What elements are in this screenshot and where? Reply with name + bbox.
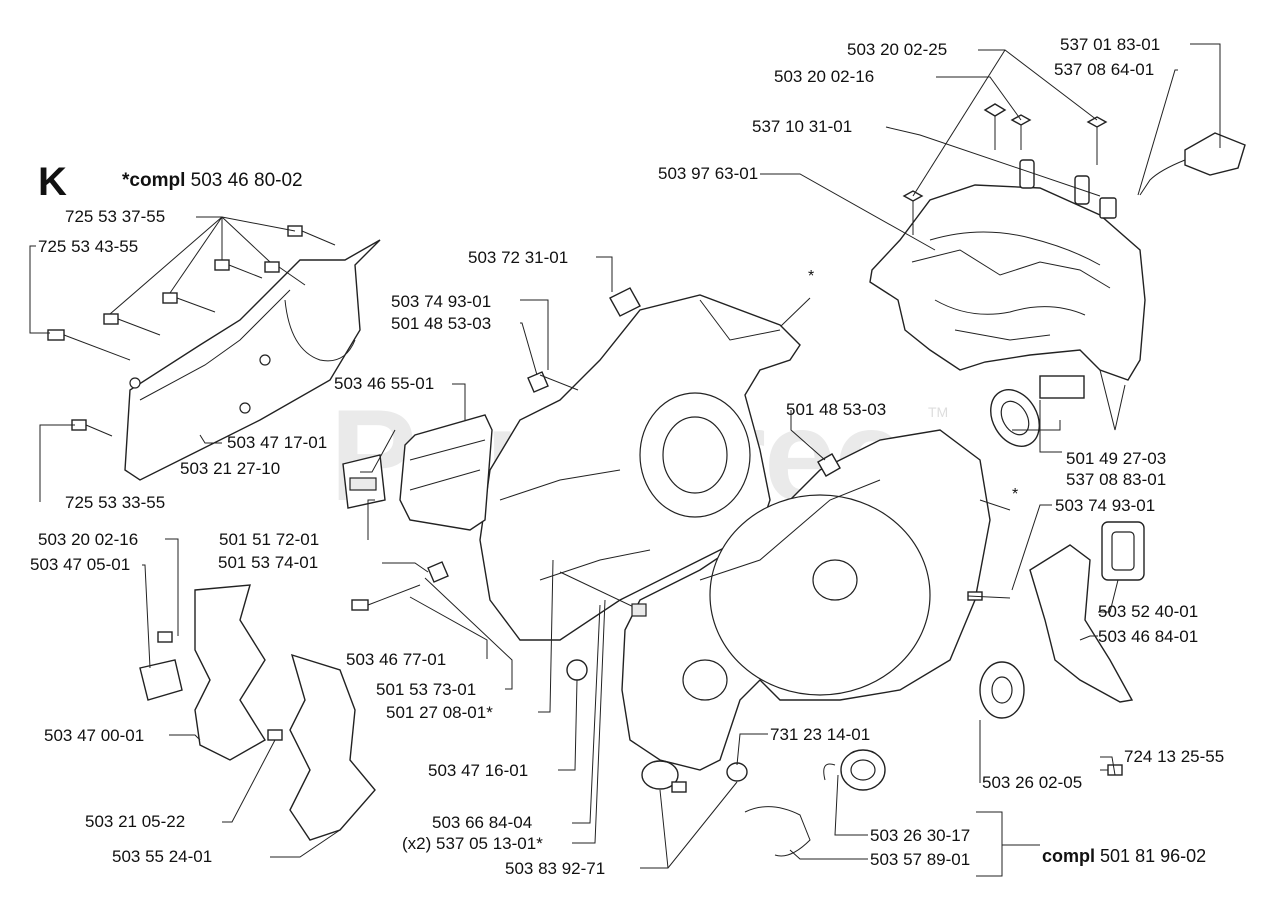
compl-prefix: *compl — [122, 170, 186, 191]
part-label-503200225[interactable]: 503 20 02-25 — [847, 40, 948, 59]
air-guide — [1029, 521, 1145, 703]
part-label-503668404[interactable]: 503 66 84-04 — [432, 813, 533, 832]
part-label-503200216-left[interactable]: 503 20 02-16 — [38, 530, 139, 549]
section-letter: K — [38, 160, 67, 204]
tank-housing — [869, 184, 1146, 431]
part-label-725533755[interactable]: 725 53 37-55 — [65, 207, 166, 226]
part-label-503749301-right[interactable]: 503 74 93-01 — [1055, 496, 1156, 515]
part-label-503468401[interactable]: 503 46 84-01 — [1098, 627, 1199, 646]
small-parts — [157, 287, 1123, 776]
part-label-503471601[interactable]: 503 47 16-01 — [428, 761, 529, 780]
part-label-501537301[interactable]: 501 53 73-01 — [376, 680, 477, 699]
part-label-537018301[interactable]: 537 01 83-01 — [1060, 35, 1161, 54]
part-label-503471701[interactable]: 503 47 17-01 — [227, 433, 328, 452]
clutch-cover — [124, 239, 381, 481]
seal-ring — [990, 389, 1040, 447]
asterisk-mark-right: * — [1012, 486, 1019, 503]
part-label-503723101[interactable]: 503 72 31-01 — [468, 248, 569, 267]
part-label-501492703[interactable]: 501 49 27-03 — [1066, 449, 1167, 468]
throttle-part — [1139, 132, 1246, 196]
kit-number: 501 81 96-02 — [1100, 846, 1207, 866]
part-label-503976301[interactable]: 503 97 63-01 — [658, 164, 759, 183]
part-label-725533355[interactable]: 725 53 33-55 — [65, 493, 166, 512]
compl-number: 503 46 80-02 — [190, 170, 303, 191]
caps — [641, 749, 886, 857]
compl-assembly-kit: compl 501 81 96-02 — [1042, 845, 1206, 867]
part-label-731231401[interactable]: 731 23 14-01 — [770, 725, 871, 744]
part-label-503524001[interactable]: 503 52 40-01 — [1098, 602, 1199, 621]
part-label-501485303-top[interactable]: 501 48 53-03 — [391, 314, 492, 333]
part-label-503260205[interactable]: 503 26 02-05 — [982, 773, 1083, 792]
part-label-503263017[interactable]: 503 26 30-17 — [870, 826, 971, 845]
part-label-503210522[interactable]: 503 21 05-22 — [85, 812, 186, 831]
asterisk-mark-top: * — [808, 268, 815, 285]
oil-seal — [979, 661, 1025, 719]
part-label-503470501[interactable]: 503 47 05-01 — [30, 555, 131, 574]
crankcase-left — [479, 294, 801, 641]
part-label-503212710[interactable]: 503 21 27-10 — [180, 459, 281, 478]
part-label-501537401[interactable]: 501 53 74-01 — [218, 553, 319, 572]
watermark-trademark: TM — [928, 404, 949, 420]
part-label-501270801[interactable]: 501 27 08-01* — [386, 703, 493, 722]
crankcase-right — [621, 429, 991, 771]
part-label-537051301[interactable]: (x2) 537 05 13-01* — [402, 834, 543, 853]
part-label-501485303-mid[interactable]: 501 48 53-03 — [786, 400, 887, 419]
part-label-503200216-top[interactable]: 503 20 02-16 — [774, 67, 875, 86]
part-label-503465501[interactable]: 503 46 55-01 — [334, 374, 435, 393]
part-label-537088301[interactable]: 537 08 83-01 — [1066, 470, 1167, 489]
part-label-725534355[interactable]: 725 53 43-55 — [38, 237, 139, 256]
part-label-503552401[interactable]: 503 55 24-01 — [112, 847, 213, 866]
leader-lines — [29, 43, 1221, 877]
part-label-503749301-top[interactable]: 503 74 93-01 — [391, 292, 492, 311]
kit-prefix: compl — [1042, 846, 1096, 866]
tank-fasteners — [902, 103, 1117, 235]
part-label-724132555[interactable]: 724 13 25-55 — [1124, 747, 1225, 766]
part-label-501517201[interactable]: 501 51 72-01 — [219, 530, 320, 549]
compl-assembly-title: *compl 503 46 80-02 — [122, 170, 303, 192]
part-label-537103101[interactable]: 537 10 31-01 — [752, 117, 853, 136]
buffer-block — [342, 454, 386, 509]
guard-plates — [139, 584, 376, 841]
part-label-503470001[interactable]: 503 47 00-01 — [44, 726, 145, 745]
part-label-503467701[interactable]: 503 46 77-01 — [346, 650, 447, 669]
part-label-503839271[interactable]: 503 83 92-71 — [505, 859, 606, 878]
intake-plate — [399, 414, 493, 531]
part-label-537086401[interactable]: 537 08 64-01 — [1054, 60, 1155, 79]
part-label-503578901[interactable]: 503 57 89-01 — [870, 850, 971, 869]
